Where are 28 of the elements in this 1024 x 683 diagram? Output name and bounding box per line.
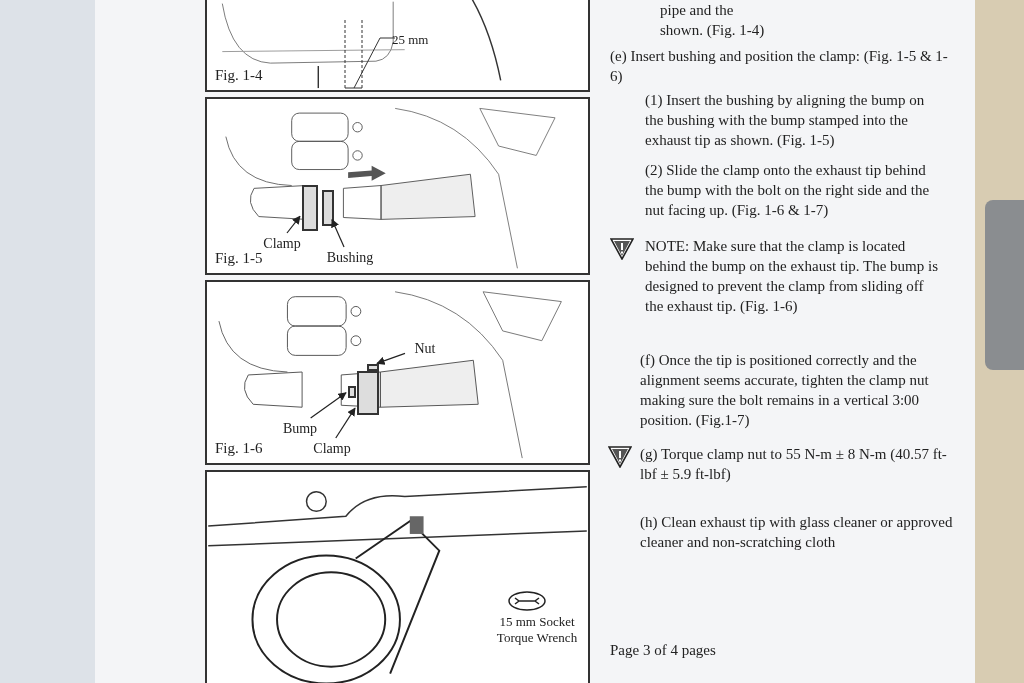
- bump: [348, 386, 356, 398]
- part-label: Nut: [407, 340, 443, 358]
- leader-arrow: [376, 352, 406, 365]
- figure-caption: 15 mm Socket Torque Wrench: [495, 614, 579, 646]
- bushing-ring: [322, 190, 334, 226]
- leader-arrow: [286, 215, 301, 234]
- figure-caption: Fig. 1-4: [215, 65, 263, 85]
- instruction-text: pipe and the: [660, 1, 735, 20]
- instruction-text: (e) Insert bushing and position the clamp: (Fig. 1-5 & 1-6): [610, 47, 949, 86]
- instruction-text: (2) Slide the clamp onto the exhaust tip behind the bump with the bolt on the right side and the nut facing up. (Fig. 1-6 & 1-7): [645, 161, 931, 220]
- leader-arrow: [335, 407, 356, 439]
- instruction-text: shown. (Fig. 1-4): [660, 21, 766, 40]
- dimension-label: 25 mm: [392, 31, 430, 49]
- instruction-text: (f) Once the tip is positioned correctly and the alignment seems accurate, tighten the clamp nut making sure the bolt remains in a vertical 3:00 position. (Fig.1-7): [640, 351, 930, 430]
- leader-arrow: [331, 218, 345, 248]
- leader-arrow: [310, 392, 347, 419]
- instruction-text: NOTE: Make sure that the clamp is located behind the bump on the exhaust tip. The bump is designed to prevent the clamp from sliding off the exhaust tip. (Fig. 1-6): [645, 237, 940, 316]
- part-label: Bushing: [319, 249, 381, 267]
- nut: [367, 364, 379, 371]
- figure-caption: Fig. 1-6: [215, 438, 263, 458]
- instruction-text: (g) Torque clamp nut to 55 N-m ± 8 N-m (40.57 ft-lbf ± 5.9 ft-lbf): [640, 445, 948, 484]
- instruction-text: (1) Insert the bushing by aligning the bump on the bushing with the bump stamped into the exhaust tip as shown. (Fig. 1-5): [645, 91, 926, 150]
- instruction-text: (h) Clean exhaust tip with glass cleaner or approved cleaner and non-scratching cloth: [640, 513, 954, 552]
- clamp-band: [302, 185, 318, 231]
- page-number: Page 3 of 4 pages: [610, 641, 717, 660]
- part-label: Clamp: [307, 440, 357, 458]
- clamp-band: [357, 371, 379, 415]
- part-label: Bump: [277, 420, 323, 438]
